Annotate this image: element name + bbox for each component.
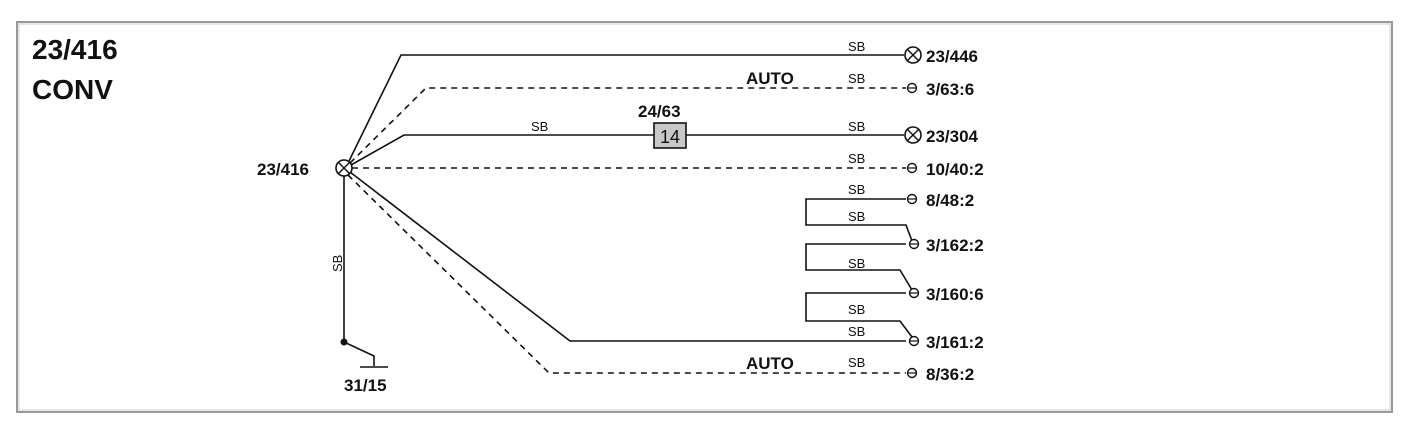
fuse-box (653, 122, 687, 149)
terminal-label: 23/446 (926, 47, 978, 66)
wire-fuse-in (350, 134, 654, 166)
wire-color-label: SB (848, 151, 865, 166)
bulb-icon (904, 126, 922, 144)
bulb-icon (904, 46, 922, 64)
wire-color-label: SB (848, 256, 865, 271)
terminal-label: 3/160:6 (926, 285, 984, 304)
terminal-label: 23/304 (926, 127, 979, 146)
terminal-label: 8/36:2 (926, 365, 974, 384)
wire-color-label: SB (848, 355, 865, 370)
terminal-label: 3/162:2 (926, 236, 984, 255)
component-label: 23/416 (257, 160, 309, 179)
wire-loop-8-48-2 (805, 198, 913, 242)
wire-3-63-6 (349, 87, 906, 164)
terminal-label: 3/161:2 (926, 333, 984, 352)
wire-color-label: SB (848, 302, 865, 317)
connector-pin-icon (906, 193, 918, 205)
terminal-label: 3/63:6 (926, 80, 974, 99)
fuse-number: 14 (660, 127, 680, 147)
wire-color-label: SB (848, 182, 865, 197)
wire-color-label: SB (848, 119, 865, 134)
ground-label: 31/15 (344, 376, 387, 395)
wire-3-161-2 (349, 171, 906, 342)
connector-pin-icon (908, 335, 920, 347)
wire-color-label: SB (848, 209, 865, 224)
wire-color-ground: SB (330, 255, 345, 272)
terminal-label: 8/48:2 (926, 191, 974, 210)
connector-pin-icon (908, 238, 920, 250)
wire-color-label: SB (848, 71, 865, 86)
diagram-subtitle: CONV (32, 74, 113, 105)
diagram-title: 23/416 (32, 34, 118, 65)
diagram-border (16, 21, 1393, 413)
wire-color-label: SB (531, 119, 548, 134)
connector-pin-icon (906, 367, 918, 379)
fuse-label: 24/63 (638, 102, 681, 121)
connector-pin-icon (906, 82, 918, 94)
wire-8-36-2 (347, 174, 906, 374)
ground-lead (343, 341, 375, 366)
auto-label: AUTO (746, 69, 794, 88)
wire-loop-3-160-6 (805, 292, 913, 338)
wire-23-446 (348, 54, 904, 162)
terminal-label: 10/40:2 (926, 160, 984, 179)
connector-pin-icon (906, 162, 918, 174)
auto-label: AUTO (746, 354, 794, 373)
wire-loop-3-162-2 (805, 243, 913, 291)
connector-pin-icon (908, 287, 920, 299)
wire-color-label: SB (848, 39, 865, 54)
wire-color-label: SB (848, 324, 865, 339)
